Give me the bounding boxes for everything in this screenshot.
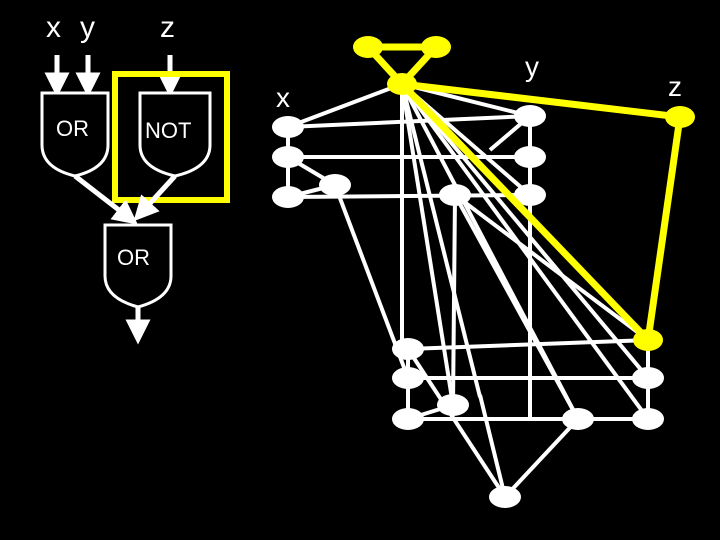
reduction-graph: x y z xyxy=(272,36,695,508)
graph-edge-28 xyxy=(400,82,650,380)
graph-node-5 xyxy=(514,105,546,127)
graph-label-z: z xyxy=(668,71,682,102)
wire-not-to-or2 xyxy=(133,174,177,222)
graph-edge-33 xyxy=(453,194,580,420)
highlighted-node-3 xyxy=(387,73,417,95)
or-gate-2 xyxy=(103,223,173,309)
logic-circuit: x y z OR NOT OR xyxy=(40,11,230,345)
graph-edge-20 xyxy=(406,347,507,499)
highlighted-edge-6 xyxy=(399,81,651,343)
highlighted-node-4 xyxy=(665,106,695,128)
highlighted-nodes xyxy=(353,36,695,351)
highlighted-node-2 xyxy=(421,36,451,58)
graph-label-x: x xyxy=(276,82,290,113)
graph-node-12 xyxy=(437,394,469,416)
graph-node-3 xyxy=(272,186,304,208)
graph-edge-24 xyxy=(400,83,455,406)
graph-node-1 xyxy=(272,116,304,138)
not-gate xyxy=(138,91,212,178)
graph-node-13 xyxy=(562,408,594,430)
input-label-x: x xyxy=(46,11,61,44)
highlighted-edge-5 xyxy=(644,116,684,341)
graph-node-10 xyxy=(392,367,424,389)
wire-or1-to-or2 xyxy=(73,174,138,225)
white-nodes xyxy=(272,105,664,508)
highlighted-edge-4 xyxy=(401,80,681,121)
or-gate-1-label: OR xyxy=(56,116,89,141)
graph-node-7 xyxy=(514,184,546,206)
graph-edge-22 xyxy=(478,394,507,498)
highlighted-node-1 xyxy=(353,36,383,58)
graph-edge-21 xyxy=(503,417,580,499)
graph-node-4 xyxy=(319,174,351,196)
graph-edge-25 xyxy=(400,83,482,398)
graph-label-y: y xyxy=(525,51,539,82)
white-edges xyxy=(286,82,650,499)
graph-node-14 xyxy=(632,367,664,389)
not-gate-highlight-box xyxy=(112,71,230,203)
graph-node-2 xyxy=(272,146,304,168)
input-label-z: z xyxy=(160,11,175,44)
graph-edge-34 xyxy=(453,193,650,342)
graph-node-16 xyxy=(489,486,521,508)
graph-node-9 xyxy=(392,338,424,360)
graph-edge-1 xyxy=(287,82,403,129)
graph-node-15 xyxy=(632,408,664,430)
not-gate-label: NOT xyxy=(145,118,191,143)
graph-edge-32 xyxy=(451,194,457,406)
graph-node-6 xyxy=(514,146,546,168)
input-label-y: y xyxy=(80,11,95,44)
graph-node-11 xyxy=(392,408,424,430)
or-gate-2-label: OR xyxy=(117,245,150,270)
graph-edge-8 xyxy=(287,193,531,199)
highlighted-node-5 xyxy=(633,329,663,351)
graph-edge-27 xyxy=(400,82,650,421)
graph-node-8 xyxy=(439,184,471,206)
